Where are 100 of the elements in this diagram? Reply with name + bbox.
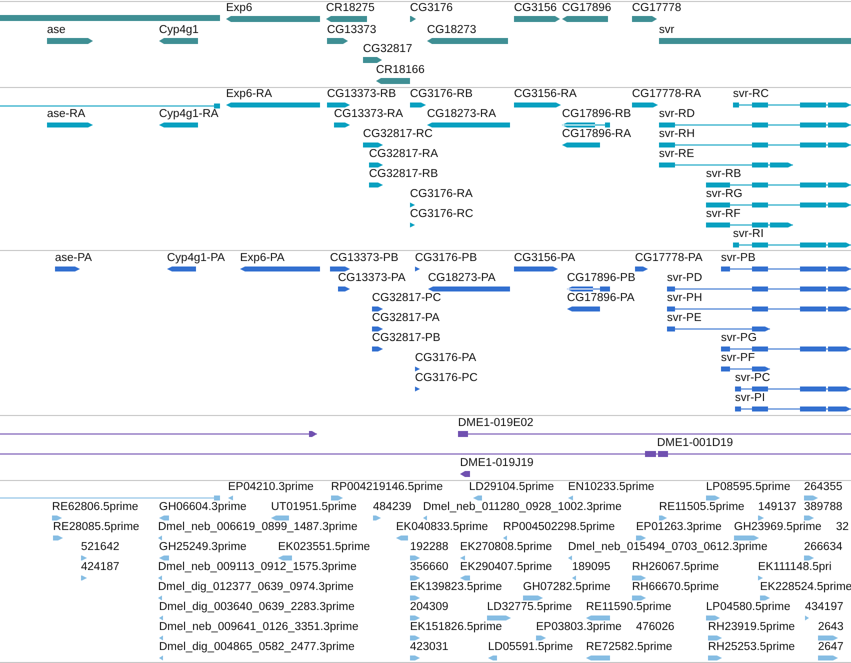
feature-label: RE11590.5prime bbox=[586, 601, 672, 614]
feature-label: 424187 bbox=[81, 561, 120, 574]
feature-label: CG13373-PA bbox=[338, 272, 406, 285]
feature-label: Dmel_dig_004865_0582_2477.3prime bbox=[159, 641, 355, 654]
feature-label: svr-PB bbox=[721, 252, 756, 265]
feature-label: EK040833.5prime bbox=[396, 521, 488, 534]
feature-label: CG17778 bbox=[632, 2, 682, 15]
feature-label: CG17896-RA bbox=[562, 128, 632, 141]
feature-label: svr-RE bbox=[659, 148, 694, 161]
feature-label: CG32817-RB bbox=[369, 168, 438, 181]
feature-label: RE62806.5prime bbox=[52, 501, 138, 514]
feature-label: 149137 bbox=[758, 501, 796, 514]
feature-label: Dmel_neb_009641_0126_3351.3prime bbox=[159, 621, 358, 634]
feature-label: CG13373-RA bbox=[334, 108, 404, 121]
feature-label: Dmel_neb_015494_0703_0612.3prime bbox=[568, 541, 768, 554]
feature-label: Cyp4g1 bbox=[159, 24, 199, 37]
feature-label: CG17896 bbox=[562, 2, 612, 15]
feature-label: 264355 bbox=[804, 481, 842, 494]
feature-label: 434197 bbox=[805, 601, 844, 614]
feature-label: Exp6-PA bbox=[240, 252, 285, 265]
feature-label: CG3176-RB bbox=[410, 88, 473, 101]
feature-label: svr-RC bbox=[733, 88, 769, 101]
feature-label: CG18273 bbox=[427, 24, 476, 37]
feature-label: CG3176 bbox=[410, 2, 453, 15]
feature-label: EK151826.5prime bbox=[410, 621, 502, 634]
feature-label: RE11505.5prime bbox=[659, 501, 744, 514]
feature-label: CR18275 bbox=[326, 2, 375, 15]
feature-label: CG17896-PA bbox=[567, 292, 635, 305]
feature-label: EK270808.5prime bbox=[460, 541, 552, 554]
feature-label: Exp6-RA bbox=[226, 88, 272, 101]
feature-label: CR18166 bbox=[376, 64, 425, 77]
feature-label: GH25249.3prime bbox=[159, 541, 247, 554]
feature-label: svr-RF bbox=[706, 208, 740, 221]
feature-label: UT01951.5prime bbox=[271, 501, 357, 514]
feature-label: LD05591.5prime bbox=[488, 641, 574, 654]
feature-label: 521642 bbox=[81, 541, 120, 554]
feature-label: CG17778-PA bbox=[635, 252, 703, 265]
feature-label: LP04580.5prime bbox=[706, 601, 790, 614]
feature-label: GH23969.5prime bbox=[734, 521, 822, 534]
feature-label: svr-RB bbox=[706, 168, 742, 181]
feature-label: svr-PH bbox=[667, 292, 702, 305]
feature-label: DME1-019E02 bbox=[458, 417, 534, 430]
feature-label: svr-PG bbox=[721, 332, 757, 345]
feature-label: RH26067.5prime bbox=[632, 561, 719, 574]
feature-label: CG32817-PB bbox=[372, 332, 440, 345]
feature-label: EN10233.5prime bbox=[568, 481, 654, 494]
feature-label: EP03803.3prime bbox=[536, 621, 622, 634]
feature-label: EP04210.3prime bbox=[228, 481, 314, 494]
feature-label: CG13373-RB bbox=[327, 88, 396, 101]
feature-label: svr-RD bbox=[659, 108, 695, 121]
feature-label: svr-PD bbox=[667, 272, 702, 285]
feature-label: RH25253.5prime bbox=[708, 641, 795, 654]
feature-label: Dmel_neb_006619_0899_1487.3prime bbox=[158, 521, 358, 534]
feature-label: CG3176-PB bbox=[415, 252, 478, 265]
feature-label: CG13373 bbox=[327, 24, 376, 37]
feature-label: LD29104.5prime bbox=[469, 481, 554, 494]
feature-label: RH23919.5prime bbox=[708, 621, 795, 634]
feature-label: EK290407.5prime bbox=[460, 561, 552, 574]
feature-label: Dmel_dig_012377_0639_0974.3prime bbox=[158, 581, 354, 594]
feature-label: EP01263.3prime bbox=[636, 521, 722, 534]
feature-label: 192288 bbox=[410, 541, 448, 554]
feature-label: CG17778-RA bbox=[632, 88, 702, 101]
feature-label: CG17896-RB bbox=[562, 108, 632, 121]
feature-label: CG3156 bbox=[514, 2, 557, 15]
feature-label: CG3176-RA bbox=[410, 188, 473, 201]
feature-label: LD32775.5prime bbox=[487, 601, 572, 614]
feature-label: 266634 bbox=[804, 541, 842, 554]
feature-label: CG32817-RA bbox=[369, 148, 438, 161]
feature-label: 476026 bbox=[636, 621, 674, 634]
feature-label: svr-PF bbox=[721, 352, 755, 365]
feature-label: svr-RH bbox=[659, 128, 695, 141]
feature-label: 484239 bbox=[373, 501, 412, 514]
feature-label: ase bbox=[47, 24, 66, 37]
feature-label: 356660 bbox=[410, 561, 448, 574]
feature-label: 389788 bbox=[804, 501, 842, 514]
feature-label: RP004502298.5prime bbox=[503, 521, 615, 534]
feature-label: CG32817-PC bbox=[372, 292, 442, 305]
feature-label: 204309 bbox=[410, 601, 448, 614]
feature-label: EK023551.5prime bbox=[278, 541, 370, 554]
feature-label: CG3156-RA bbox=[514, 88, 577, 101]
feature-label: CG32817-PA bbox=[372, 312, 440, 325]
feature-label: RE72582.5prime bbox=[586, 641, 672, 654]
feature-label: Exp6 bbox=[226, 2, 252, 15]
feature-label: CG13373-PB bbox=[330, 252, 398, 265]
feature-label: ase-PA bbox=[55, 252, 92, 265]
feature-label: CG3156-PA bbox=[514, 252, 576, 265]
feature-label: 189095 bbox=[572, 561, 610, 574]
feature-label: 2647 bbox=[818, 641, 844, 654]
feature-label: svr bbox=[659, 24, 674, 37]
feature-label: svr-PE bbox=[667, 312, 702, 325]
feature-label: CG18273-PA bbox=[428, 272, 496, 285]
feature-label: CG3176-PA bbox=[415, 352, 476, 365]
feature-label: Dmel_neb_009113_0912_1575.3prime bbox=[158, 561, 357, 574]
feature-label: Cyp4g1-PA bbox=[167, 252, 225, 265]
feature-label: RH66670.5prime bbox=[632, 581, 719, 594]
feature-label: 423031 bbox=[410, 641, 448, 654]
feature-label: GH07282.5prime bbox=[523, 581, 611, 594]
feature-label: GH06604.3prime bbox=[159, 501, 247, 514]
feature-label: svr-RG bbox=[706, 188, 742, 201]
feature-label: CG18273-RA bbox=[427, 108, 496, 121]
